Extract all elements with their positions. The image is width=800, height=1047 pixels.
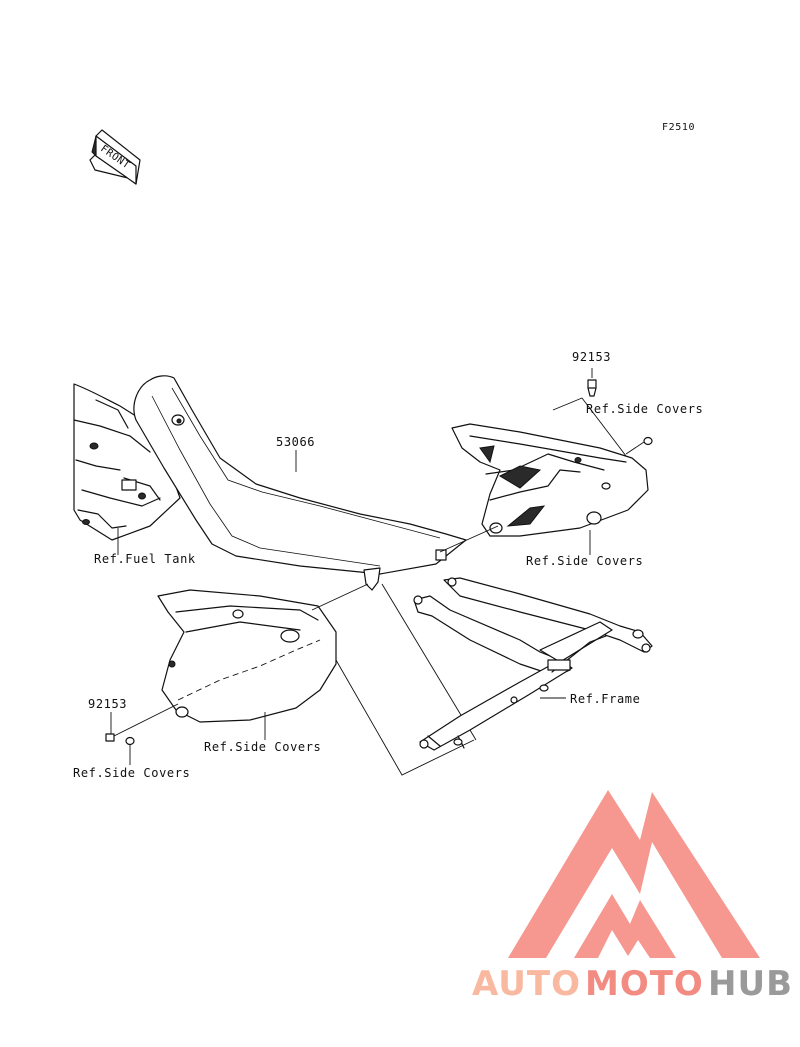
fuel-tank-drawing [73,383,181,541]
top-cover-ref-leader [552,397,627,457]
left-cover-label: Ref.Side Covers [204,740,321,754]
bolt-right-icon [643,436,653,446]
seat-part-number: 53066 [276,435,315,449]
left-bottom-ref-label: Ref.Side Covers [73,766,190,780]
bolt-right-leader [625,441,645,455]
seat-bracket-drawing [363,567,381,591]
right-side-cover-drawing [451,423,649,537]
bolt-left-icon [105,733,135,746]
seat-frame-leader-2 [381,583,477,741]
bolt-top-part-number: 92153 [572,350,611,364]
watermark-part1: AUTO [472,964,581,1004]
top-cover-ref-label: Ref.Side Covers [586,402,703,416]
seat-drawing [133,375,467,575]
watermark-part2: MOTO [585,964,704,1004]
automotohub-logo: AUTO MOTO HUB [472,790,793,1004]
watermark-part3: HUB [708,964,793,1004]
logo-mark-icon [508,790,760,958]
figure-code: F2510 [662,122,695,133]
seat-to-right-cover-leader [439,525,499,553]
left-side-cover-drawing [157,589,337,723]
right-cover-label: Ref.Side Covers [526,554,643,568]
left-bolt-line [113,703,179,737]
bolt-left-part-number: 92153 [88,697,127,711]
seat-to-cover-leader [311,583,369,611]
seat-to-frame-leader [335,659,475,776]
fuel-tank-label: Ref.Fuel Tank [94,552,196,566]
front-arrow-icon: FRONT [89,129,141,185]
frame-ref-label: Ref.Frame [570,692,640,706]
rear-frame-drawing [413,577,653,751]
bolt-top-icon [587,379,597,397]
